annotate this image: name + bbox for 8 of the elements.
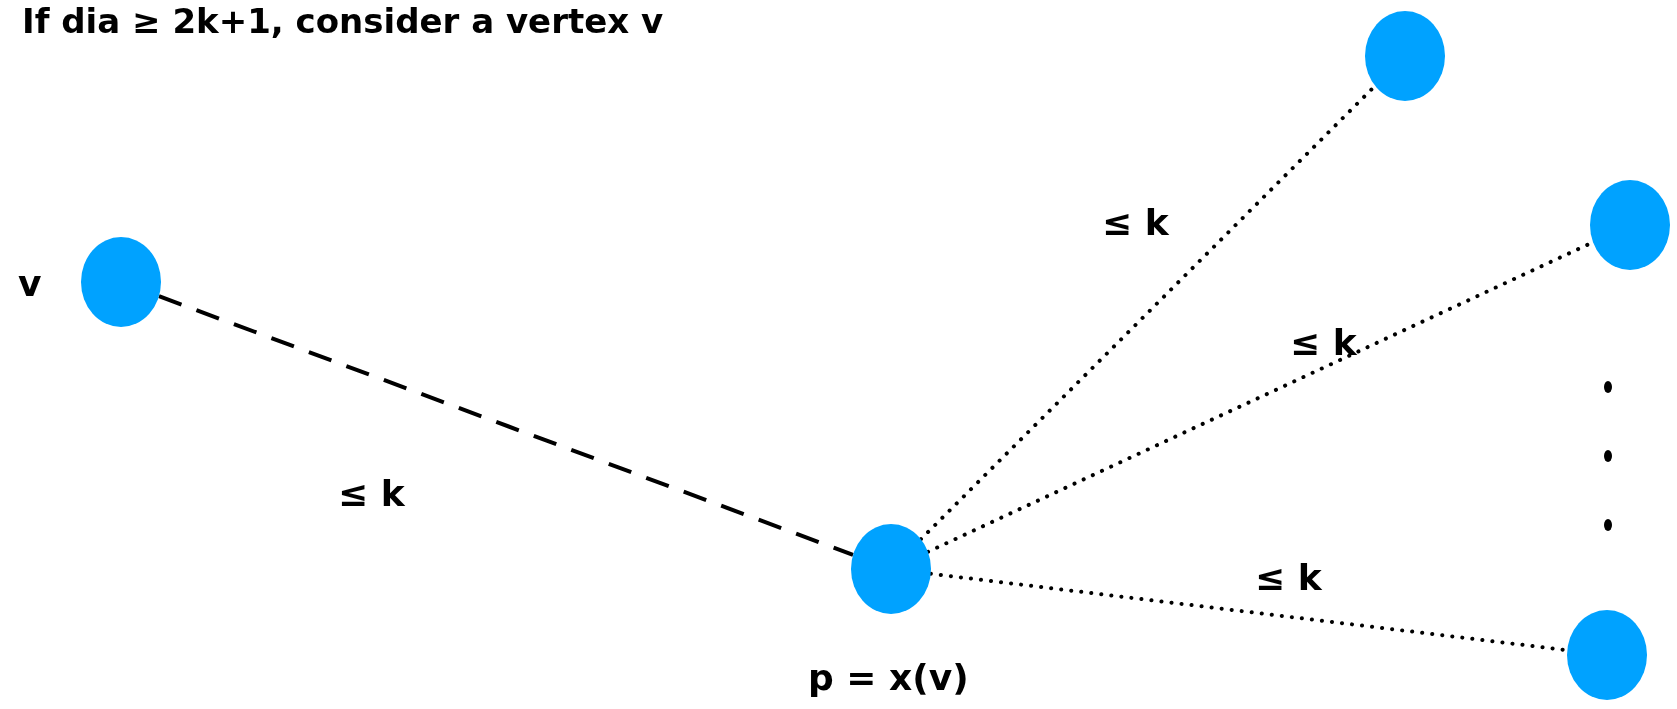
edge-label: ≤ k: [1290, 325, 1357, 361]
edge-label: ≤ k: [1102, 205, 1169, 241]
dashed-line: [158, 294, 854, 557]
title: If dia ≥ 2k+1, consider a vertex v: [22, 4, 664, 38]
edge-label: ≤ k: [338, 476, 405, 512]
vertex-label: p = x(v): [808, 660, 969, 696]
vertex-label: v: [18, 266, 42, 302]
edge-label: ≤ k: [1255, 560, 1322, 596]
